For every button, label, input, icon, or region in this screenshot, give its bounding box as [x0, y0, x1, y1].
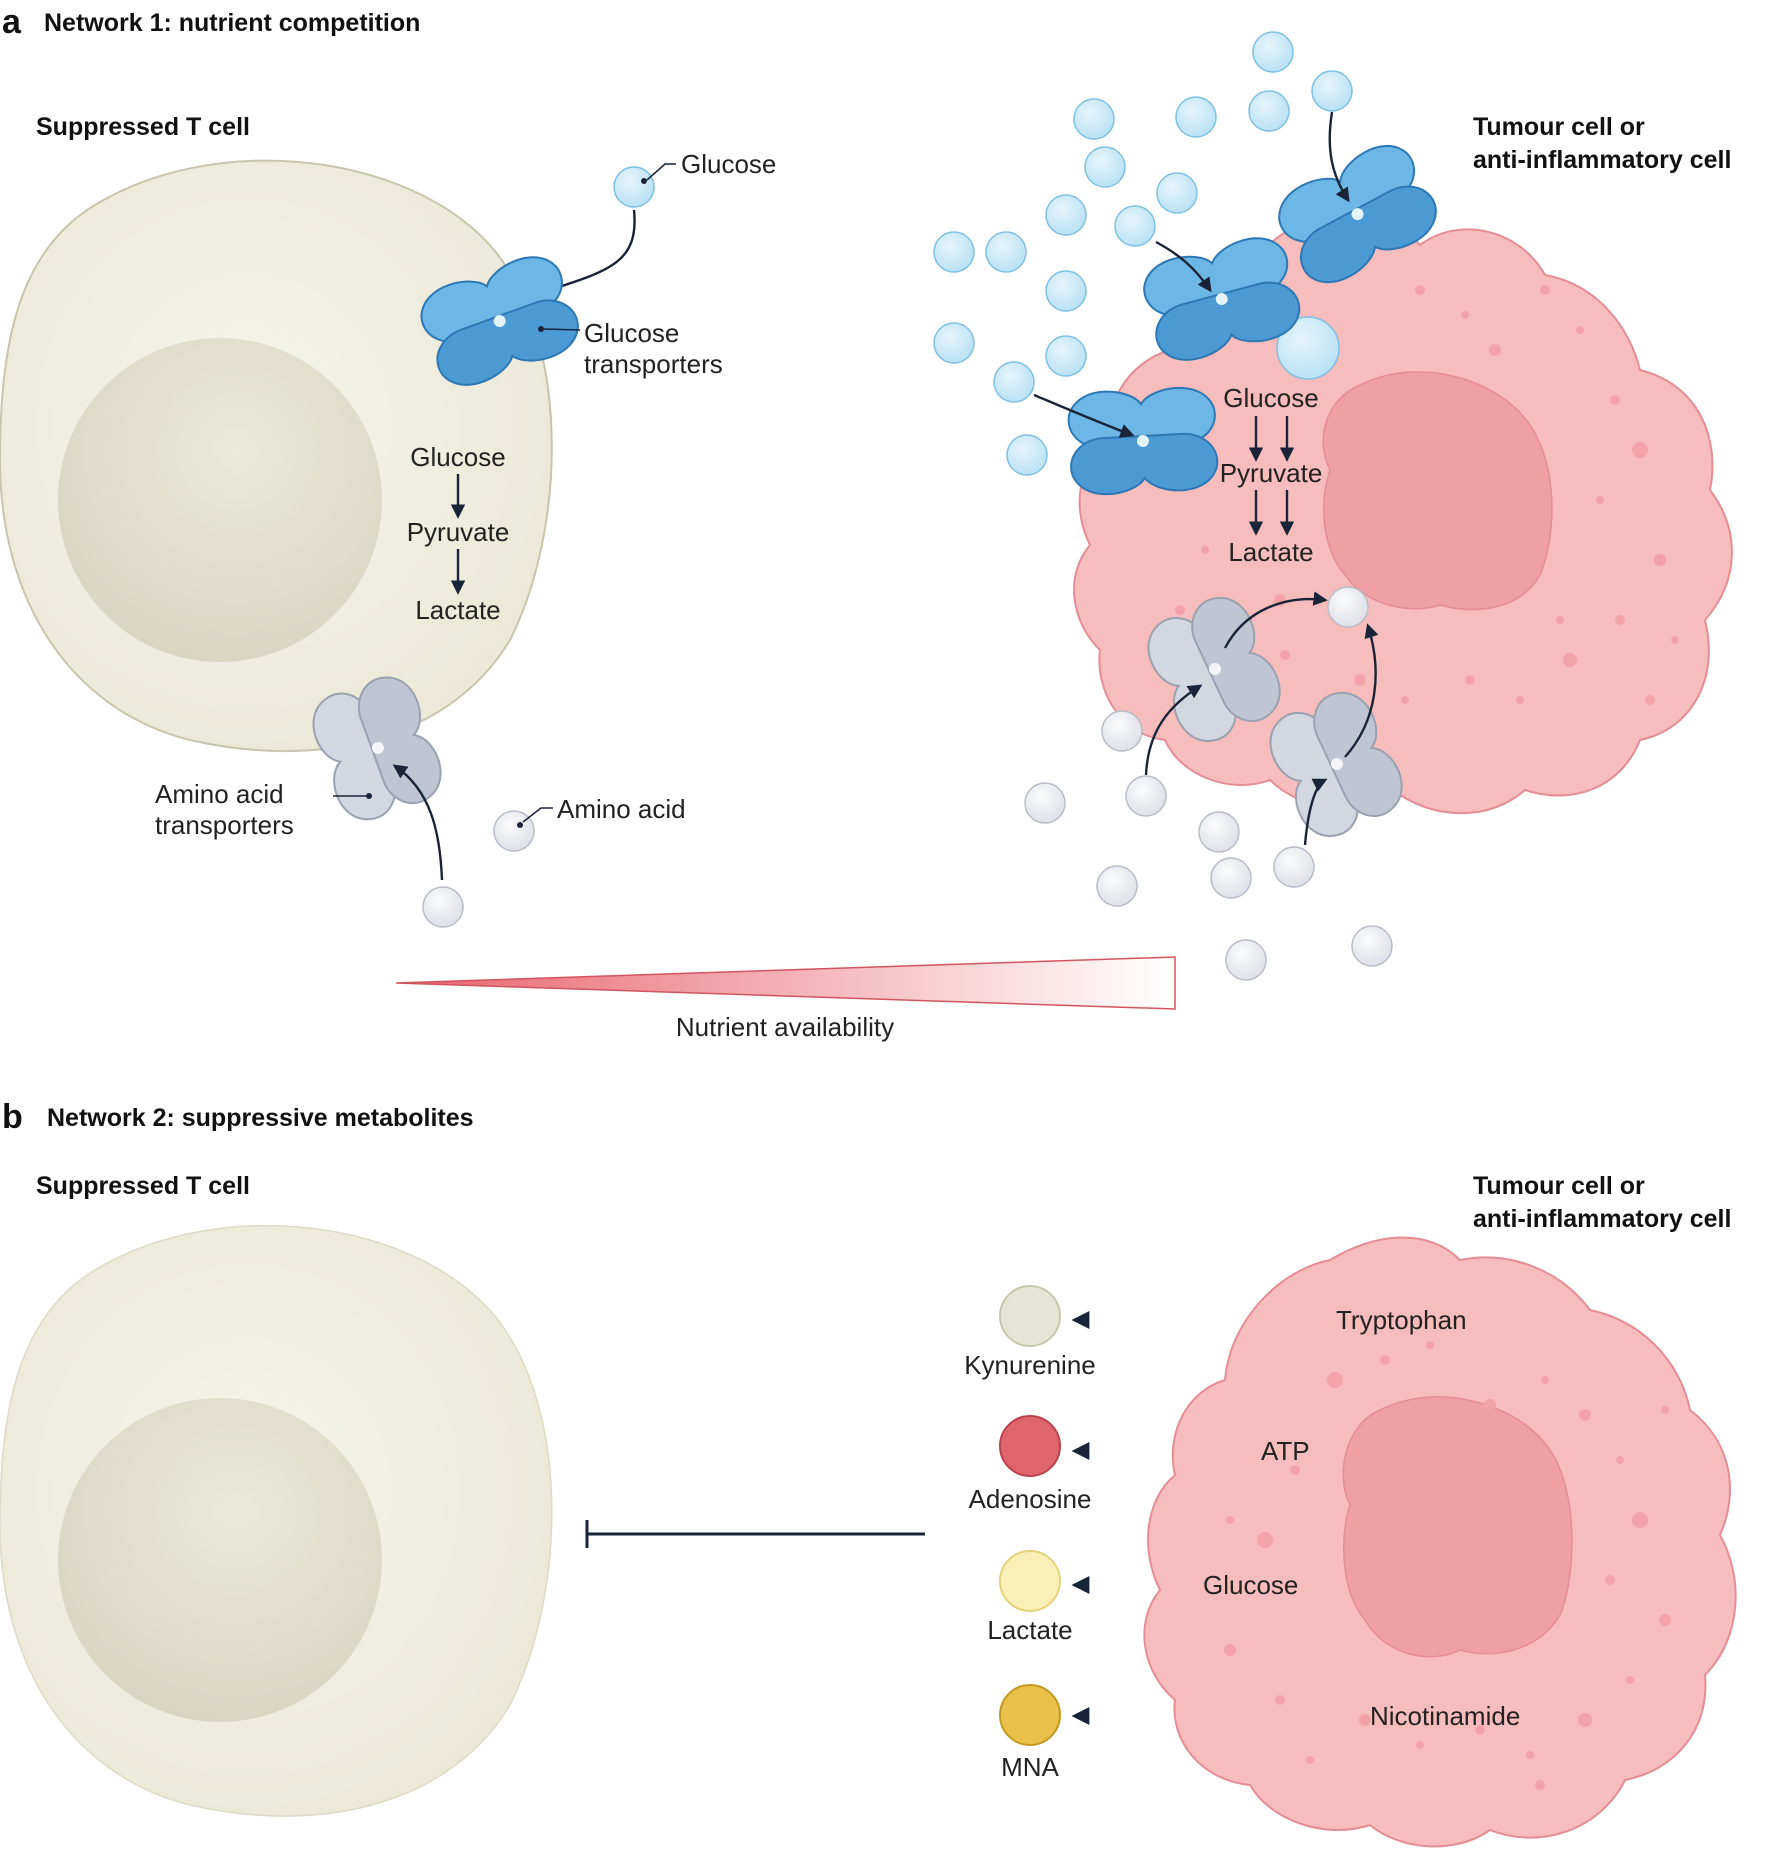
aa-arrow-right-4 [1344, 623, 1379, 758]
panel-a-tumour-title-2: anti-inflammatory cell [1473, 146, 1731, 174]
glucose-transporter-right-3 [1067, 386, 1219, 496]
aa-arrow-right-2 [1223, 591, 1328, 649]
t-cell-nucleus-b [58, 1398, 382, 1722]
glucose-b-label: Glucose [1203, 1570, 1298, 1600]
tumour-nucleus-b [1342, 1396, 1573, 1658]
glucose-leader-line [646, 163, 676, 181]
kynurenine-label: Kynurenine [964, 1350, 1096, 1380]
mna-label: MNA [1001, 1752, 1059, 1782]
mna-molecule [999, 1684, 1061, 1746]
glucose-molecule [613, 166, 655, 208]
aa-uptake-arrow [392, 764, 444, 881]
pathway-right-step-3: Lactate [1228, 537, 1313, 567]
t-cell-nucleus-a [58, 338, 382, 662]
t-cell-panel-a [0, 159, 553, 753]
glucose-label: Glucose [681, 149, 776, 179]
lactate-b-label: Lactate [987, 1615, 1072, 1645]
pathway-left-step-1: Glucose [410, 442, 505, 472]
amino-acid-transporters-label-1: Amino acid [155, 779, 284, 809]
panel-b-title: Network 2: suppressive metabolites [47, 1104, 474, 1132]
atp-label: ATP [1261, 1436, 1310, 1466]
nutrient-availability-label: Nutrient availability [676, 1012, 894, 1042]
pathway-left-step-2: Pyruvate [407, 517, 510, 547]
amino-acid-transporter-left [312, 676, 442, 821]
amino-acid-molecule-2 [493, 810, 535, 852]
lactate-molecule [999, 1550, 1061, 1612]
glucose-molecules-cluster [933, 31, 1353, 476]
pathway-left-step-3: Lactate [415, 595, 500, 625]
panel-a-t-cell-title: Suppressed T cell [36, 113, 250, 141]
glucose-arrow-right-1 [1328, 111, 1350, 203]
panel-b-t-cell-title: Suppressed T cell [36, 1172, 250, 1200]
amino-acid-leader-line [522, 807, 553, 823]
tumour-cell-panel-b [1143, 1236, 1737, 1848]
amino-acid-molecules-cluster [1024, 586, 1393, 981]
glucose-transporters-label-2: transporters [584, 349, 723, 379]
panel-a-tumour-title-1: Tumour cell or [1473, 113, 1645, 141]
conversion-4: Nicotinamide MNA [999, 1684, 1520, 1782]
glucose-transporters-label-1: Glucose [584, 318, 679, 348]
pathway-right-step-1: Glucose [1223, 383, 1318, 413]
panel-b-tumour-title-2: anti-inflammatory cell [1473, 1205, 1731, 1233]
conversion-2: ATP Adenosine [969, 1415, 1310, 1514]
glucose-arrow-right-2 [1155, 240, 1212, 293]
transporter-leader-line [543, 328, 581, 331]
conversion-3: Glucose Lactate [987, 1550, 1298, 1645]
amino-acid-transporters-label-2: transporters [155, 810, 294, 840]
tumour-nucleus-a [1322, 371, 1553, 611]
nicotinamide-label: Nicotinamide [1370, 1701, 1520, 1731]
adenosine-molecule [999, 1415, 1061, 1477]
nutrient-gradient-wedge [395, 956, 1176, 1010]
conversion-1: Tryptophan Kynurenine [964, 1285, 1467, 1380]
amino-acid-molecule-1 [422, 886, 464, 928]
aa-arrow-right-1 [1144, 684, 1203, 776]
glucose-transporter-right-2 [1143, 237, 1301, 361]
adenosine-label: Adenosine [969, 1484, 1092, 1514]
panel-b-letter: b [2, 1098, 23, 1136]
aa-arrow-right-3 [1303, 778, 1328, 846]
tryptophan-label: Tryptophan [1336, 1305, 1467, 1335]
kynurenine-molecule [999, 1285, 1061, 1347]
pathway-right-step-2: Pyruvate [1220, 458, 1323, 488]
amino-acid-transporter-right-2 [1269, 692, 1403, 837]
t-cell-panel-b [0, 1224, 553, 1817]
panel-b-tumour-title-1: Tumour cell or [1473, 1172, 1645, 1200]
amino-acid-label: Amino acid [557, 794, 686, 824]
amino-acid-transporter-right-1 [1147, 597, 1281, 742]
panel-a-letter: a [2, 3, 22, 41]
panel-a-title: Network 1: nutrient competition [44, 9, 420, 37]
glucose-arrow-right-3 [1033, 393, 1135, 438]
